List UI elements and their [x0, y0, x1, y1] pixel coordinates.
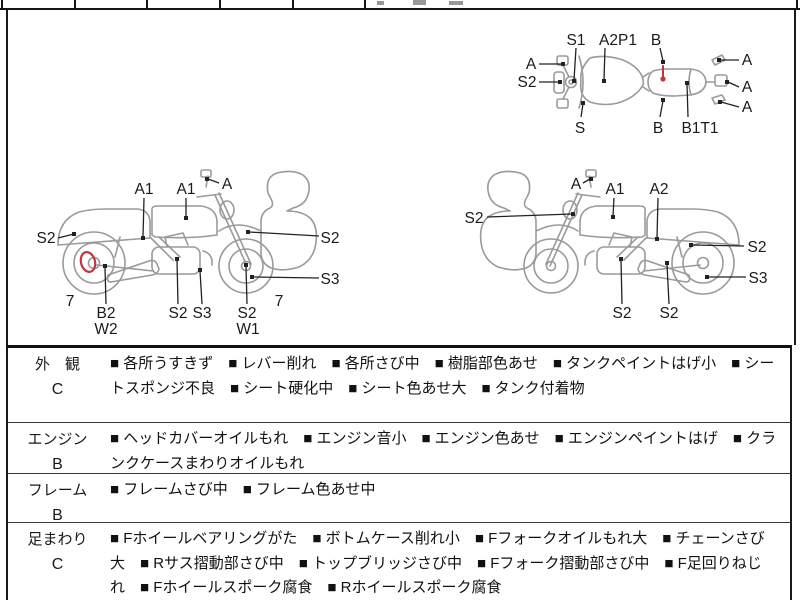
rear-wheel [62, 231, 126, 295]
top-table-column-divider [74, 0, 76, 8]
top-label-a-rear-top: A [742, 52, 753, 69]
label-s2-engine: S2 [613, 305, 632, 322]
rear-shock [114, 236, 121, 258]
label-s2-fork: S2 [238, 305, 257, 322]
mirror-right [556, 98, 569, 109]
label-s3-rear-wheel: S3 [749, 270, 768, 287]
table-row-exterior: 外 観 C ■ 各所うすきず ■ レバー削れ ■ 各所さび中 ■ 樹脂部色あせ … [8, 348, 790, 422]
front-wheel [218, 238, 274, 294]
top-table-column-divider [1, 0, 3, 8]
category-cell: 外 観 C [8, 348, 107, 422]
condition-items: ■ 各所うすきず ■ レバー削れ ■ 各所さび中 ■ 樹脂部色あせ ■ タンクペ… [110, 355, 775, 397]
condition-items: ■ ヘッドカバーオイルもれ ■ エンジン音小 ■ エンジン色あせ ■ エンジンペ… [110, 430, 777, 472]
label-a-mirror: A [571, 176, 582, 193]
grade-value: C [51, 556, 64, 573]
front-luggage-cowl [260, 170, 318, 271]
rear-fender-line [57, 237, 151, 246]
top-row-clipped-text [377, 1, 384, 5]
label-a1-tank: A1 [177, 181, 196, 198]
top-table-column-divider [796, 0, 798, 8]
muffler [106, 259, 160, 283]
tail-cowl [57, 208, 151, 246]
grade-value: B [52, 456, 63, 473]
fuel-tank [151, 205, 218, 239]
red-circle-mark [79, 251, 97, 273]
top-label-a2p1: A2P1 [599, 32, 637, 49]
category-cell: エンジン B [8, 423, 107, 473]
leader-lines [57, 178, 320, 305]
category-label: エンジン [27, 431, 88, 448]
top-label-s-bottom: S [575, 120, 585, 137]
label-s2-front-fender: S2 [321, 230, 340, 247]
motorcycle-top-view-diagram: S1 A2P1 B A S2 S B B1T1 A A A [518, 32, 753, 137]
motorcycle-right-side-view-diagram: A1 A1 A S2 7 B2 W2 S2 S3 S2 W1 7 S2 S3 [37, 169, 340, 338]
fuel-tank [579, 55, 645, 106]
label-7-rear: 7 [66, 293, 75, 310]
table-row-engine: エンジン B ■ ヘッドカバーオイルもれ ■ エンジン音小 ■ エンジン色あせ … [8, 422, 790, 473]
label-b2: B2 [97, 305, 116, 322]
top-label-b1t1: B1T1 [681, 120, 718, 137]
label-s2-exhaust: S2 [660, 305, 679, 322]
label-w2: W2 [94, 321, 117, 338]
top-table-column-divider [292, 0, 294, 8]
label-w1: W1 [236, 321, 259, 338]
condition-items: ■ Fホイールベアリングがた ■ ボトムケース削れ小 ■ Fフォークオイルもれ大… [110, 530, 765, 596]
headlight [219, 200, 235, 220]
windshield [578, 55, 584, 109]
category-label: 外 観 [34, 356, 80, 373]
label-s2-rear-fender: S2 [37, 230, 56, 247]
down-pipe [202, 250, 213, 266]
label-a1-frame: A1 [135, 181, 154, 198]
top-label-b-seat: B [653, 120, 663, 137]
category-label: 足まわり [27, 531, 88, 548]
top-label-s2-left: S2 [518, 74, 537, 91]
top-label-b-front: B [651, 32, 661, 49]
grade-value: B [52, 507, 63, 522]
label-s2-engine: S2 [169, 305, 188, 322]
label-7-front: 7 [275, 293, 284, 310]
top-label-a-rear-bottom: A [742, 99, 753, 116]
category-label: フレーム [27, 482, 88, 499]
top-label-s1: S1 [567, 32, 586, 49]
label-s3-engine: S3 [193, 305, 212, 322]
table-row-frame: フレーム B ■ フレームさび中 ■ フレーム色あせ中 [8, 473, 790, 522]
red-damage-mark-dot [660, 76, 666, 82]
leader-lines [539, 47, 740, 118]
front-fender [218, 224, 262, 232]
rear-signal-right [711, 94, 726, 105]
label-s3-front-wheel: S3 [321, 271, 340, 288]
top-label-a-rear-mid: A [742, 79, 753, 96]
condition-items: ■ フレームさび中 ■ フレーム色あせ中 [110, 481, 376, 498]
label-s2-shock: S2 [748, 239, 767, 256]
label-a2-side-cover: A2 [650, 181, 669, 198]
steering-head [564, 75, 578, 89]
mirror [200, 169, 212, 178]
top-row-clipped-text [449, 1, 463, 5]
grade-value: C [51, 381, 64, 398]
category-cell: フレーム B [8, 474, 107, 522]
top-table-bottom-border [0, 8, 800, 10]
label-a1-tank: A1 [606, 181, 625, 198]
label-s2-front: S2 [465, 210, 484, 227]
top-view-sketch [553, 54, 728, 109]
table-row-undercarriage: 足まわり C ■ Fホイールベアリングがた ■ ボトムケース削れ小 ■ Fフォー… [8, 522, 790, 600]
top-label-a-left: A [526, 56, 537, 73]
condition-table: 外 観 C ■ 各所うすきず ■ レバー削れ ■ 各所さび中 ■ 樹脂部色あせ … [6, 345, 792, 600]
carburetor [164, 232, 189, 248]
top-table-column-divider [219, 0, 221, 8]
category-cell: 足まわり C [8, 523, 107, 600]
top-row-clipped-text [413, 0, 426, 5]
leader-lines [486, 178, 746, 305]
seat [647, 68, 707, 97]
top-table-column-divider [146, 0, 148, 8]
top-table-column-divider [364, 0, 366, 8]
motorcycle-left-side-view-diagram: A A1 A2 S2 S2 S3 S2 S2 [465, 169, 768, 322]
diagram-panel [6, 10, 796, 345]
label-a-mirror: A [222, 176, 233, 193]
